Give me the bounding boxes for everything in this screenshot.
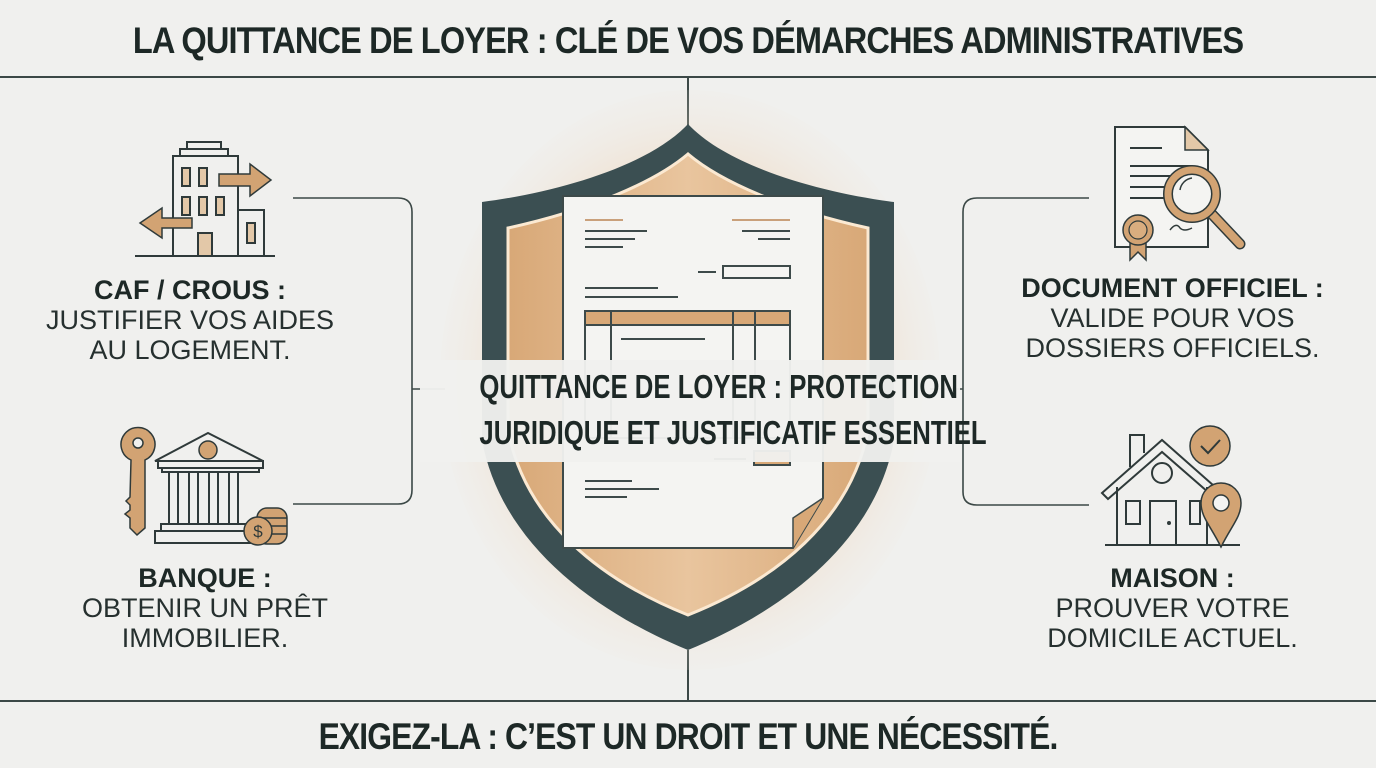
card-heading: CAF / CROUS :: [94, 275, 286, 305]
footer-callout: EXIGEZ-LA : C’EST UN DROIT ET UNE NÉCESS…: [318, 716, 1059, 757]
center-label: QUITTANCE DE LOYER : PROTECTION JURIDIQU…: [420, 360, 987, 462]
card-line: AU LOGEMENT.: [89, 335, 291, 365]
footer-divider: [0, 700, 1376, 702]
connector-bottom: [687, 650, 689, 700]
building-arrows-icon: [130, 140, 280, 260]
card-line: DOMICILE ACTUEL.: [1047, 623, 1298, 653]
card-line: IMMOBILIER.: [121, 623, 289, 653]
card-heading: BANQUE :: [138, 563, 272, 593]
card-banque: BANQUE : OBTENIR UN PRÊT IMMOBILIER.: [55, 563, 355, 653]
house-check-pin-icon: [1100, 425, 1250, 550]
svg-text:$: $: [253, 522, 263, 541]
card-document-officiel: DOCUMENT OFFICIEL : VALIDE POUR VOS DOSS…: [1015, 273, 1330, 363]
bank-key-coins-icon: $: [115, 426, 288, 550]
card-line: VALIDE POUR VOS: [1050, 303, 1295, 333]
center-label-line1: QUITTANCE DE LOYER : PROTECTION: [479, 368, 958, 405]
card-line: PROUVER VOTRE: [1055, 593, 1290, 623]
card-heading: MAISON :: [1110, 563, 1235, 593]
card-line: JUSTIFIER VOS AIDES: [45, 305, 335, 335]
card-line: OBTENIR UN PRÊT: [81, 593, 329, 623]
card-maison: MAISON : PROUVER VOTRE DOMICILE ACTUEL.: [1020, 563, 1325, 653]
page-title: LA QUITTANCE DE LOYER : CLÉ DE VOS DÉMAR…: [132, 20, 1244, 61]
card-caf-crous: CAF / CROUS : JUSTIFIER VOS AIDES AU LOG…: [40, 275, 340, 365]
center-label-line2: JURIDIQUE ET JUSTIFICATIF ESSENTIEL: [479, 414, 987, 451]
certificate-magnifier-icon: [1110, 122, 1260, 262]
card-heading: DOCUMENT OFFICIEL :: [1021, 273, 1324, 303]
card-line: DOSSIERS OFFICIELS.: [1025, 333, 1320, 363]
